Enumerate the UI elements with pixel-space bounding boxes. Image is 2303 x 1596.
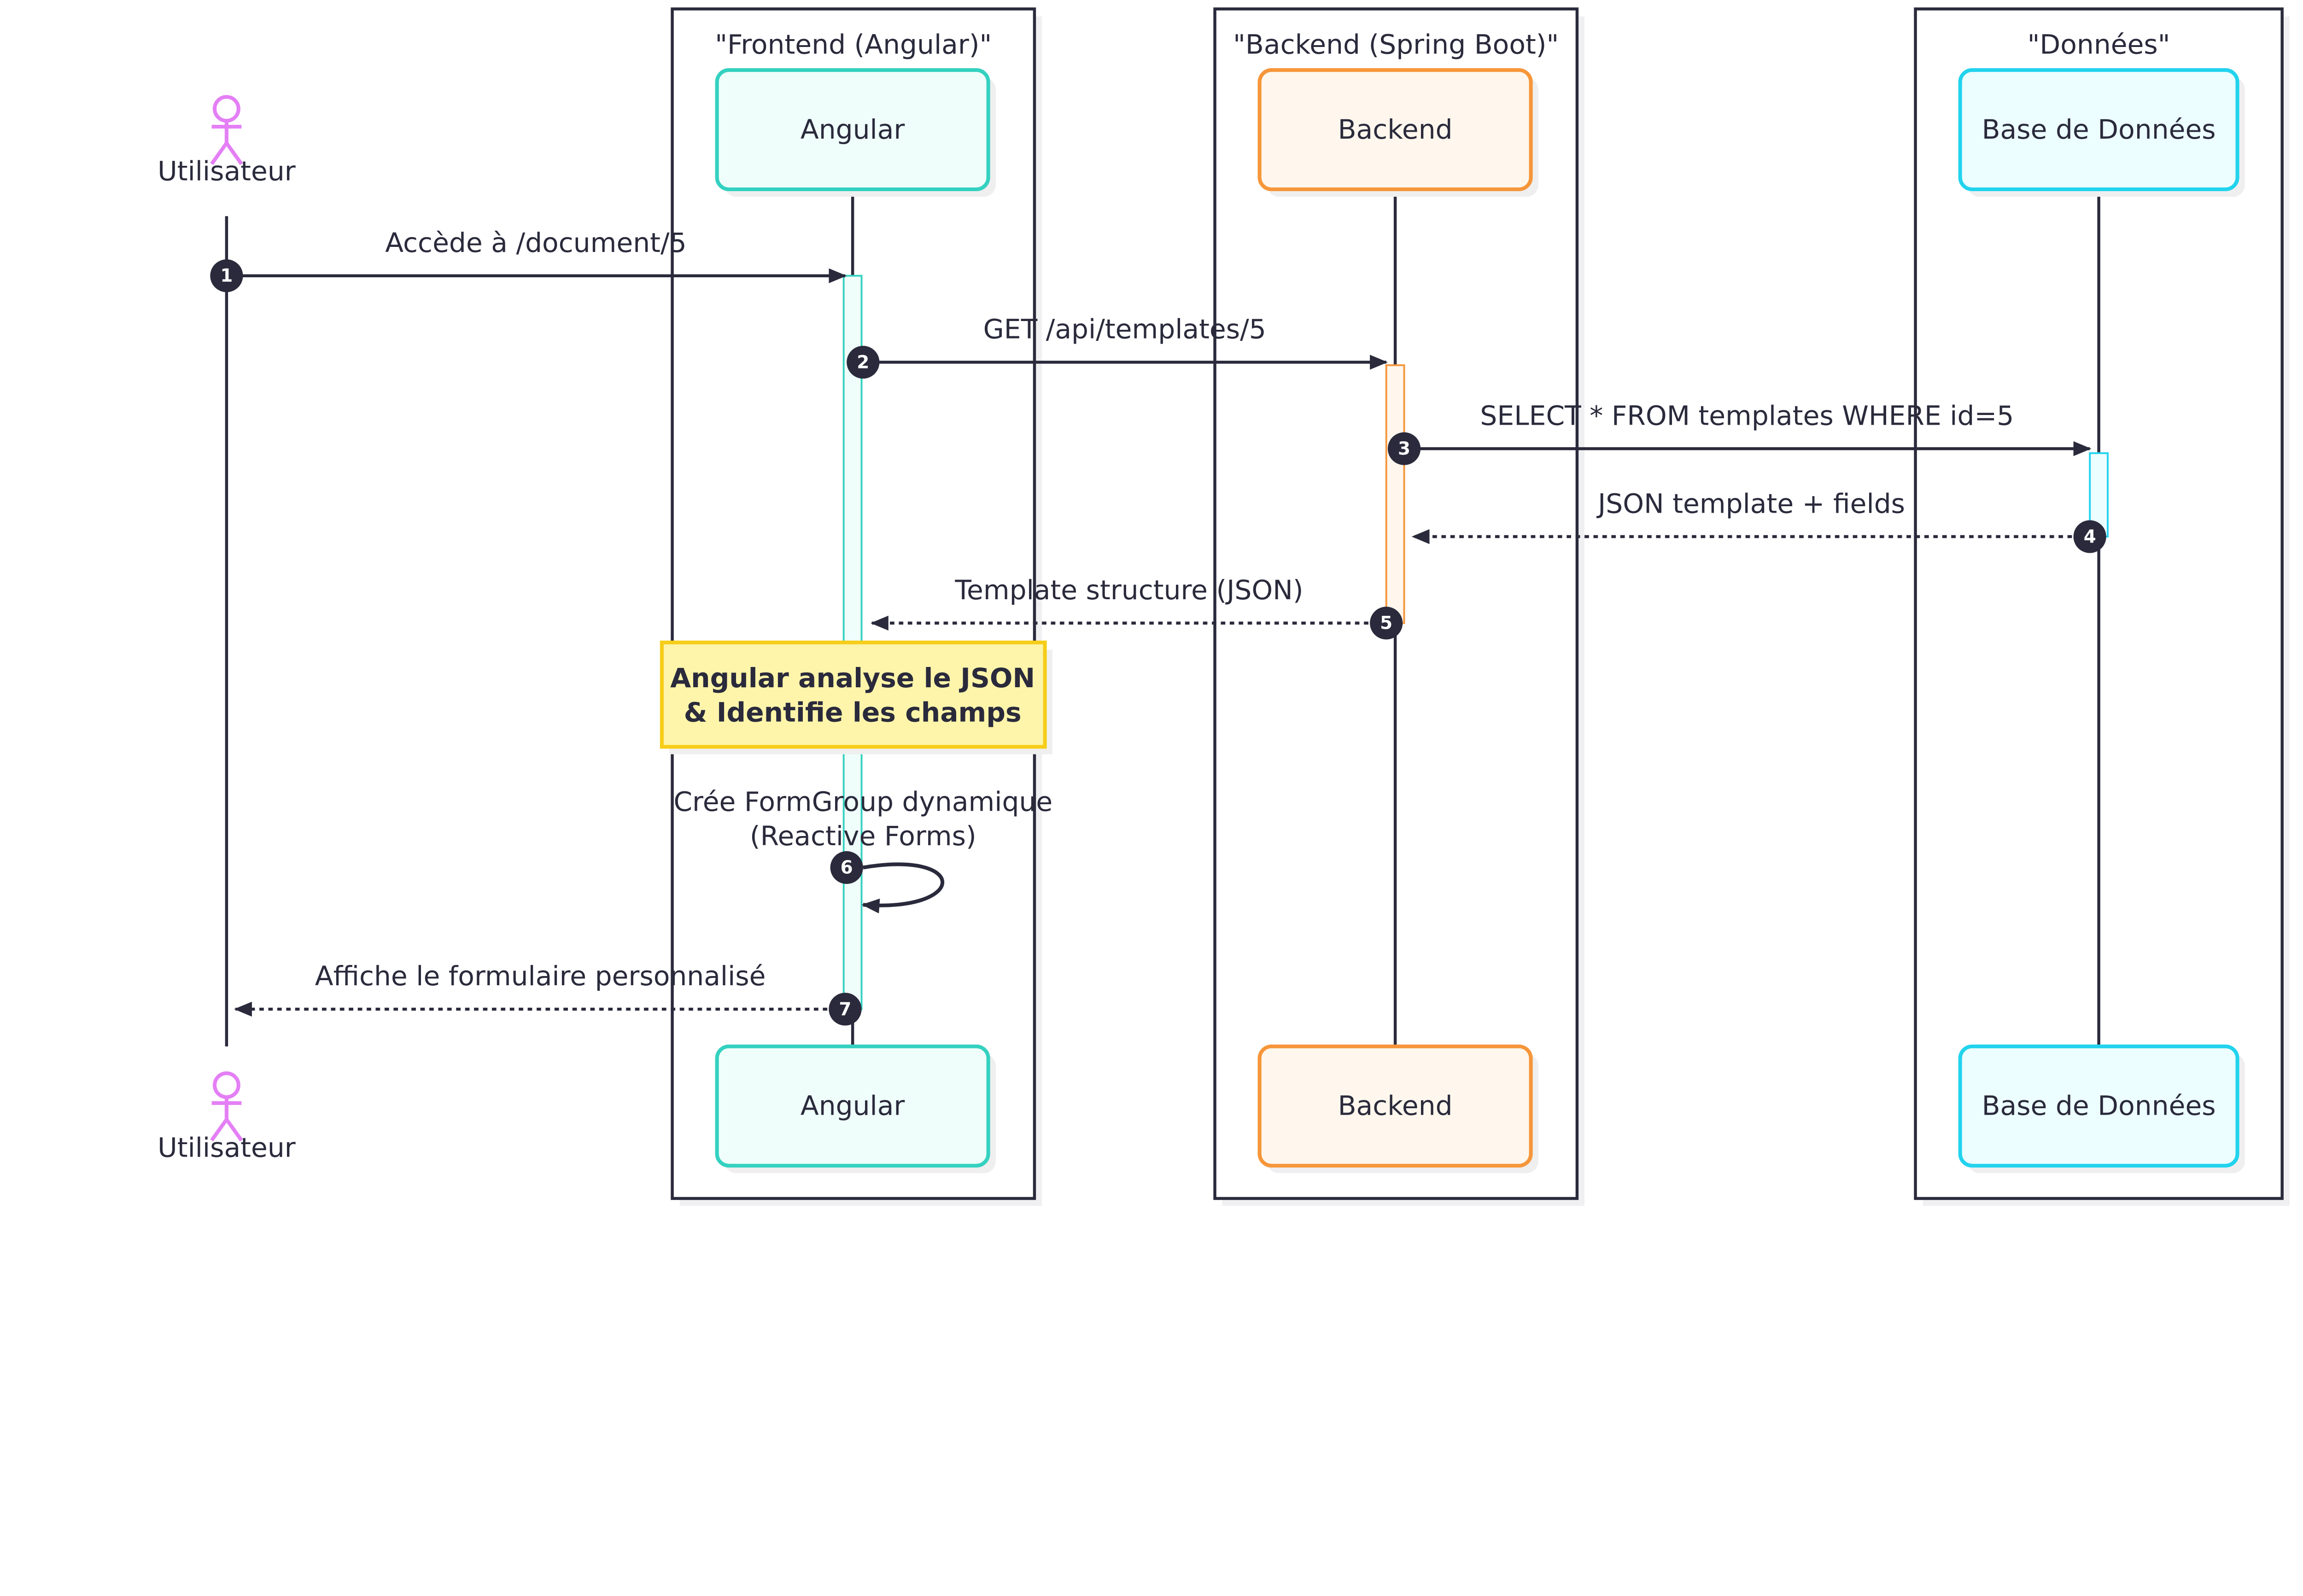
step-badge [830,851,863,884]
step-number: 1 [220,266,233,286]
step-badge [847,345,880,379]
group-title: "Backend (Spring Boot)" [1233,29,1559,60]
note-text: & Identifie les champs [684,696,1022,728]
actor-label: Utilisateur [158,1132,296,1163]
participant-box [1257,68,1533,192]
step-number: 6 [841,857,853,878]
actor-icon [210,140,243,165]
activation-bar [1385,364,1405,624]
participant-label: Angular [801,1090,905,1122]
participant-label: Backend [1338,114,1453,145]
message-label: JSON template + fields [1596,488,1905,519]
step-badge [2073,520,2106,553]
participant-label: Base de Données [1982,114,2216,145]
step-number: 5 [1380,613,1392,634]
actor-label: Utilisateur [158,156,296,187]
self-message-arrow [861,862,944,914]
participant-box [1257,1044,1533,1168]
message-label: SELECT * FROM templates WHERE id=5 [1480,400,2014,431]
participant-box [1958,68,2239,192]
actor-icon [210,1116,243,1142]
step-number: 4 [2084,526,2096,547]
actor-icon [212,95,240,123]
note-text: Angular analyse le JSON [670,662,1035,694]
step-number: 7 [839,999,851,1020]
participant-box [715,68,990,192]
step-badge [210,259,243,292]
step-badge [1370,607,1403,640]
message-label: Template structure (JSON) [954,574,1303,606]
step-number: 2 [857,352,869,373]
message-label: Affiche le formulaire personnalisé [315,960,766,992]
participant-label: Backend [1338,1090,1453,1122]
participant-label: Angular [801,114,905,145]
sequence-diagram: "Frontend (Angular)" "Backend (Spring Boo… [158,7,2290,1206]
message-label: Crée FormGroup dynamique [673,786,1052,818]
note-box [660,640,1047,749]
message-label: Accède à /document/5 [385,227,686,258]
participant-box [1958,1044,2239,1168]
group-title: "Données" [2028,29,2170,60]
step-badge [1387,432,1421,465]
participant-box [715,1044,990,1168]
actor-icon [212,1071,240,1099]
participant-label: Base de Données [1982,1090,2216,1122]
message-label: GET /api/templates/5 [983,314,1266,345]
step-number: 3 [1398,438,1410,459]
message-label: (Reactive Forms) [750,820,976,852]
step-badge [829,993,862,1026]
group-title: "Frontend (Angular)" [715,29,992,60]
